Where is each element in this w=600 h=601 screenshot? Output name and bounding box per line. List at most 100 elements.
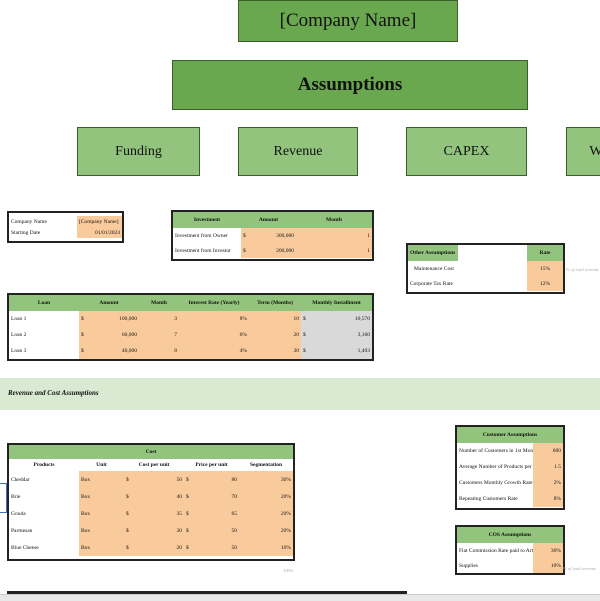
month-dropdown[interactable]: 7	[139, 327, 179, 343]
installment: 1,403	[311, 343, 372, 359]
segmentation-input[interactable]: 10%	[239, 539, 293, 556]
segmentation-total: 100%	[283, 568, 294, 573]
currency: $	[79, 311, 89, 327]
col-header: Amount	[258, 217, 279, 223]
currency: $	[79, 343, 89, 359]
currency: $	[301, 327, 311, 343]
horizontal-scrollbar[interactable]	[0, 594, 600, 601]
cell: Average Number of Products per Customer	[459, 464, 533, 470]
rate-input[interactable]: 6%	[179, 327, 249, 343]
cell: Investment from Owner	[175, 232, 228, 239]
product-name: Brie	[11, 493, 21, 500]
amount-input[interactable]: 300,000	[251, 228, 296, 243]
amount-input[interactable]: 100,000	[89, 311, 139, 327]
product-name: Parmesan	[11, 527, 33, 534]
segmentation-input[interactable]: 20%	[239, 522, 293, 539]
term-dropdown[interactable]: 30	[249, 343, 301, 359]
term-dropdown[interactable]: 20	[249, 327, 301, 343]
rate-input[interactable]: 8%	[179, 311, 249, 327]
price-input[interactable]: 50	[194, 539, 239, 556]
amount-input[interactable]: 60,000	[89, 327, 139, 343]
col-header: Amount	[99, 300, 119, 306]
unit-input[interactable]: Box	[79, 488, 124, 505]
value-input[interactable]: 1.5	[533, 459, 563, 475]
price-input[interactable]: 70	[194, 488, 239, 505]
month-dropdown[interactable]: 1	[296, 228, 372, 243]
value-input[interactable]: 2%	[533, 475, 563, 491]
company-info-table: Company Name[Company Name] Starting Date…	[7, 211, 124, 243]
value-input[interactable]: 30%	[533, 543, 563, 558]
col-header: Segmentation	[249, 462, 283, 468]
cell: Number of Customers in 1st Month	[459, 448, 533, 454]
cell: $	[241, 228, 251, 243]
value-input[interactable]: 600	[533, 443, 563, 459]
cell: Supplies	[459, 562, 478, 569]
cost-input[interactable]: 30	[144, 522, 184, 539]
product-name: Cheddar	[11, 476, 30, 483]
currency: $	[124, 539, 144, 556]
cost-input[interactable]: 20	[144, 539, 184, 556]
loan-name: Loan 1	[11, 316, 27, 322]
rate-input[interactable]: 15%	[527, 261, 563, 276]
term-dropdown[interactable]: 10	[249, 311, 301, 327]
section-band: Revenue and Cost Assumptions	[0, 378, 600, 410]
rate-input[interactable]: 12%	[527, 276, 563, 291]
unit-input[interactable]: Box	[79, 522, 124, 539]
amount-input[interactable]: 200,000	[251, 243, 296, 258]
unit-input[interactable]: Box	[79, 471, 124, 488]
month-dropdown[interactable]: 8	[139, 343, 179, 359]
cell: Flat Commission Rate paid to Artists	[459, 547, 533, 554]
currency: $	[184, 471, 194, 488]
cell: Investment from Investor	[175, 247, 231, 254]
cost-title: Cost	[9, 445, 293, 459]
price-input[interactable]: 65	[194, 505, 239, 522]
segmentation-input[interactable]: 20%	[239, 488, 293, 505]
nav-revenue-button[interactable]: Revenue	[238, 127, 358, 176]
nav-capex-button[interactable]: CAPEX	[406, 127, 527, 176]
price-input[interactable]: 50	[194, 522, 239, 539]
value-input[interactable]: 10%	[533, 558, 563, 573]
nav-w-button[interactable]: W	[566, 127, 600, 176]
section-title: Revenue and Cost Assumptions	[8, 389, 99, 397]
cost-input[interactable]: 35	[144, 505, 184, 522]
selection-handle[interactable]	[0, 483, 7, 513]
currency: $	[301, 343, 311, 359]
cost-input[interactable]: 50	[144, 471, 184, 488]
price-input[interactable]: 80	[194, 471, 239, 488]
product-name: Blue Cheese	[11, 544, 39, 551]
segmentation-input[interactable]: 20%	[239, 505, 293, 522]
segmentation-input[interactable]: 30%	[239, 471, 293, 488]
cost-input[interactable]: 40	[144, 488, 184, 505]
company-name-input[interactable]: [Company Name]	[77, 216, 122, 227]
cell: Customers Monthly Growth Rate	[459, 480, 533, 486]
col-header: Unit	[96, 462, 107, 468]
rate-input[interactable]: 4%	[179, 343, 249, 359]
company-name-banner: [Company Name]	[238, 0, 458, 42]
month-dropdown[interactable]: 1	[296, 243, 372, 258]
month-dropdown[interactable]: 3	[139, 311, 179, 327]
currency: $	[124, 505, 144, 522]
col-header: Products	[33, 462, 55, 468]
col-header: Interest Rate (Yearly)	[188, 300, 240, 306]
nav-funding-button[interactable]: Funding	[77, 127, 200, 176]
note: % of total revenue	[566, 267, 599, 272]
customer-assumptions-table: Customer Assumptions Number of Customers…	[455, 425, 565, 510]
currency: $	[124, 522, 144, 539]
amount-input[interactable]: 40,000	[89, 343, 139, 359]
col-header: Price per unit	[195, 462, 228, 468]
unit-input[interactable]: Box	[79, 505, 124, 522]
unit-input[interactable]: Box	[79, 539, 124, 556]
starting-date-input[interactable]: 01/01/2024	[77, 227, 122, 238]
value-input[interactable]: 8%	[533, 491, 563, 507]
